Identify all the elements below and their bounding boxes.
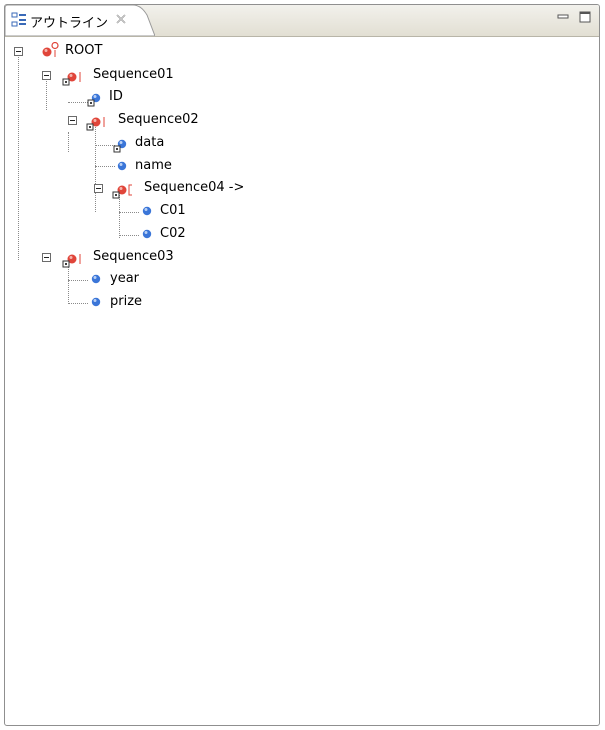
tree-line bbox=[68, 132, 69, 152]
tree-line bbox=[68, 303, 88, 304]
node-label: year bbox=[110, 271, 140, 286]
sequence-node-icon bbox=[62, 254, 81, 268]
close-icon[interactable] bbox=[115, 13, 127, 25]
outline-view: アウトライン bbox=[4, 4, 600, 726]
collapse-toggle[interactable] bbox=[94, 184, 103, 193]
tree-line bbox=[95, 122, 96, 212]
node-label: ROOT bbox=[65, 43, 103, 58]
tab-shape bbox=[5, 5, 155, 36]
collapse-toggle[interactable] bbox=[14, 47, 23, 56]
tree-line bbox=[46, 76, 47, 110]
root-node-icon bbox=[42, 42, 59, 57]
tree-line bbox=[119, 212, 139, 213]
choice-node-icon bbox=[112, 184, 132, 199]
minimize-icon[interactable] bbox=[557, 11, 569, 23]
collapse-toggle[interactable] bbox=[68, 116, 77, 125]
tree-line bbox=[18, 48, 19, 260]
node-label: Sequence01 bbox=[93, 67, 174, 82]
tree-line bbox=[68, 258, 69, 304]
outline-view-icon bbox=[11, 12, 26, 27]
tree-line bbox=[95, 166, 115, 167]
node-label: Sequence04 -> bbox=[144, 180, 245, 195]
node-label: data bbox=[135, 135, 165, 150]
node-label: Sequence02 bbox=[118, 112, 199, 127]
view-tab-bar: アウトライン bbox=[5, 5, 599, 37]
tree-line bbox=[119, 235, 139, 236]
sequence-node-icon bbox=[86, 117, 105, 131]
tree-line bbox=[95, 145, 115, 146]
node-label: ID bbox=[109, 89, 123, 104]
sequence-node-icon bbox=[62, 72, 81, 86]
outline-tree: ROOT Sequence01 ID bbox=[5, 36, 599, 725]
tab-title: アウトライン bbox=[30, 16, 109, 31]
tree-line bbox=[68, 102, 90, 103]
node-label: Sequence03 bbox=[93, 249, 174, 264]
collapse-toggle[interactable] bbox=[42, 71, 51, 80]
node-label: C02 bbox=[160, 226, 186, 241]
node-label: prize bbox=[110, 294, 143, 309]
node-label: name bbox=[135, 158, 172, 173]
element-node-icon bbox=[87, 93, 101, 107]
element-node-icon bbox=[142, 206, 152, 216]
element-node-icon bbox=[142, 229, 152, 239]
element-node-icon bbox=[113, 139, 127, 153]
tree-line bbox=[68, 280, 88, 281]
node-label: C01 bbox=[160, 203, 186, 218]
element-node-icon bbox=[117, 161, 127, 171]
maximize-icon[interactable] bbox=[579, 11, 591, 23]
element-node-icon bbox=[91, 274, 101, 284]
element-node-icon bbox=[91, 297, 101, 307]
collapse-toggle[interactable] bbox=[42, 253, 51, 262]
tree-line bbox=[119, 190, 120, 238]
